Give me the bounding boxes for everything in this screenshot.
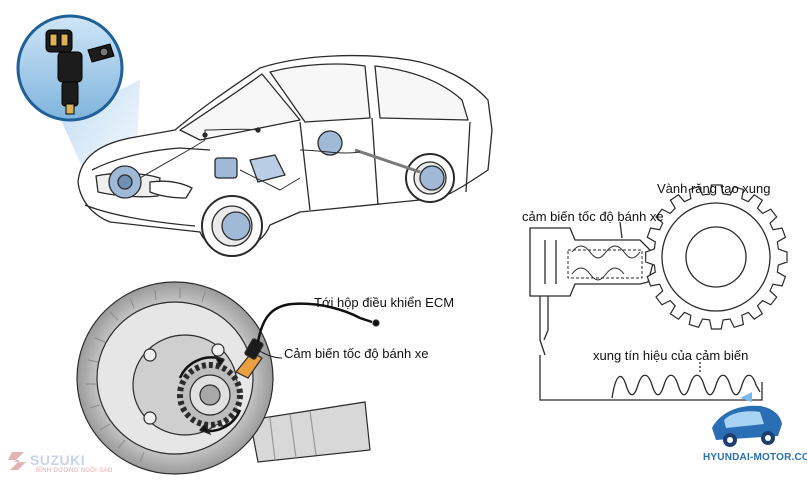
tone-ring-teeth [645,184,788,330]
brand-watermark: SUZUKI [30,452,86,468]
signal-pulse-label: xung tín hiệu của cảm biến [593,348,749,363]
tone-ring-label: Vành răng tạo xung [657,181,771,196]
site-watermark: HYUNDAI-MOTOR.COM.VN [703,452,807,463]
suzuki-logo-mark [8,452,26,470]
sensor-leader-schematic [619,221,623,239]
sensor-wiring [139,128,361,191]
sensor-wire [539,296,763,401]
sensor-coil [571,245,641,281]
hub-illustration [76,281,380,475]
car-hood-line [91,147,211,171]
tone-ring-outer [661,202,771,312]
car-windshield [179,73,301,141]
hub-wheel-sensor [235,338,264,379]
front-right-brake-disc [221,211,251,241]
car-illustration [60,54,493,257]
car-rear-window [374,65,469,121]
rotor-vents [86,288,206,463]
rear-axle [354,148,421,174]
hyundai-car-logo [712,392,782,447]
abs-unit [214,157,238,179]
car-bumper [84,204,196,227]
brand-sub-watermark: BÌNH DƯƠNG NGÔI SAO [36,468,113,474]
drive-shaft [249,401,371,463]
sensor-housing [529,227,656,297]
car-headlight [149,180,193,199]
ecm-label: Tới hộp điều khiển ECM [314,295,455,310]
car-door-lines [299,117,471,211]
rear-brake-disc [419,165,445,191]
tone-ring-inner [685,226,747,288]
sensor-callout [16,14,124,122]
ecm-cable [256,302,373,343]
wheel-sensor-label: Cảm biến tốc độ bánh xe [284,346,429,361]
schematic-sensor-label: cảm biến tốc độ bánh xe [522,209,664,224]
signal-waveform [611,374,761,399]
sensor-leader [257,349,283,359]
car-front-window [269,63,371,123]
abs-module [249,154,286,183]
sensor-schematic [529,184,788,401]
rear-diff [317,130,343,156]
callout-sensor-part [45,29,115,115]
